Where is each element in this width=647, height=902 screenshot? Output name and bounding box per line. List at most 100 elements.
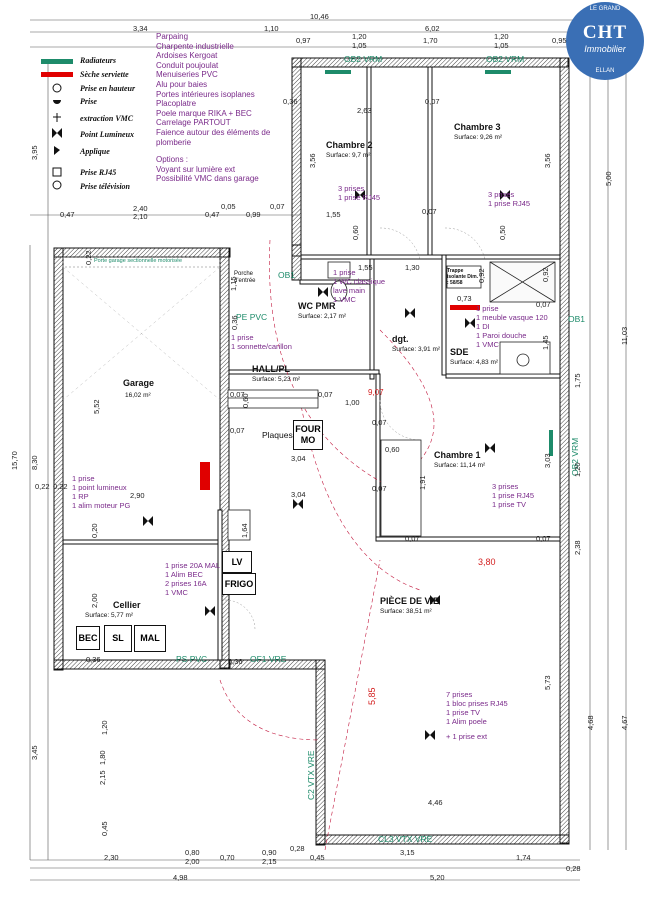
radiators (325, 70, 553, 456)
dim-bottom: 3,15 (400, 848, 415, 857)
legend-applique: Applique (80, 147, 110, 156)
dim-bottom: 0,80 (185, 848, 200, 857)
surface-chambre3: Surface: 9,26 m² (454, 134, 503, 141)
dim-inner: 1,30 (405, 263, 420, 272)
vmc-icon (53, 113, 61, 122)
dim-inner: 0,07 (405, 534, 420, 543)
legend-rj45: Prise RJ45 (80, 168, 117, 177)
dim-inner: 0,73 (457, 294, 472, 303)
dim-inner: 1,91 (418, 475, 427, 490)
dim-inner: 1,64 (240, 523, 249, 538)
dim-inner: 0,07 (230, 426, 245, 435)
dim-inner: 3,56 (308, 153, 317, 168)
dim-bottom: 4,98 (173, 873, 188, 882)
dim-inner: 2,38 (573, 540, 582, 555)
dim-top: 1,20 (352, 32, 367, 41)
dim-top: 1,05 (352, 41, 367, 50)
dim-bottom: 0,90 (262, 848, 277, 857)
dim-mid: 0,07 (270, 202, 285, 211)
dim-inner: 0,36 (86, 655, 101, 664)
dim-right: 5,00 (604, 171, 613, 186)
dim-bottom: 0,28 (566, 864, 581, 873)
dim-left: 3,45 (30, 745, 39, 760)
room-cellier: Cellier (113, 600, 141, 610)
fixture-porche: Porche d'entrée (234, 271, 256, 284)
legend-prise-hauteur: Prise en hauteur (80, 84, 136, 93)
dim-bottom: 1,74 (516, 853, 531, 862)
dim-inner: 0,07 (425, 97, 440, 106)
high-socket-icon (52, 83, 62, 93)
tv-socket-icon (52, 180, 62, 190)
dim-inner: 1,20 (573, 462, 582, 477)
towel-dryer (450, 305, 480, 310)
garage-heater (200, 462, 210, 490)
dim-inner: 0,22 (84, 250, 93, 265)
towel-dryer-icon (41, 72, 73, 77)
dim-inner: 1,20 (100, 720, 109, 735)
wall-light-icon (54, 146, 60, 155)
dim-bottom: 2,30 (104, 853, 119, 862)
agency-logo: LE GRAND CHT Immobilier ELLAN (566, 2, 644, 80)
room-chambre2: Chambre 2 (326, 140, 373, 150)
dim-inner: 0,07 (422, 207, 437, 216)
dim-top: 1,20 (494, 32, 509, 41)
opening-ob2-ch2: OB2 VRM (344, 54, 383, 64)
fixture-trappe: Trappe isolante Dim. : 58/58 (447, 268, 479, 286)
dim-inner: 0,36 (228, 657, 243, 666)
opening-pe-pvc: PE PVC (236, 312, 268, 322)
dim-left: 1,80 (98, 750, 107, 765)
outer-walls (53, 57, 570, 846)
dim-top: 0,95 (552, 36, 567, 45)
dim-mid: 0,05 (221, 202, 236, 211)
legend-icons (41, 59, 73, 190)
dim-inner: 1,55 (326, 210, 341, 219)
opening-of1-vre: OF1 VRE (250, 654, 287, 664)
dim-left: 15,70 (10, 451, 19, 470)
dim-inner: 2,63 (357, 106, 372, 115)
dim-inner: 0,92 (541, 267, 550, 282)
opening-ps-pvc: PS PVC (176, 654, 208, 664)
dim-bottom: 2,00 (185, 857, 200, 866)
dim-mid: 2,10 (133, 212, 148, 221)
legend-prise: Prise (80, 97, 97, 106)
light-point-icon (52, 128, 62, 138)
rj45-icon (52, 167, 62, 177)
legend-point-lumineux: Point Lumineux (80, 130, 135, 139)
surface-garage: 16,02 m² (125, 392, 151, 399)
dim-inner: 0,36 (230, 315, 239, 330)
fixture-four: FOUR MO (293, 420, 323, 450)
legend-radiateurs: Radiateurs (80, 56, 117, 65)
dimension-lines (29, 19, 627, 881)
dim-bottom: 2,15 (262, 857, 277, 866)
dim-left: 0,45 (100, 821, 109, 836)
dim-inner: 0,50 (498, 225, 507, 240)
dim-bottom: 5,20 (430, 873, 445, 882)
dim-inner: 0,36 (283, 97, 298, 106)
dim-left: 0,22 (35, 482, 50, 491)
surface-hall: Surface: 5,23 m² (252, 376, 301, 383)
legend-tv: Prise télévision (80, 182, 130, 191)
dim-inner: 2,90 (130, 491, 145, 500)
dim-inner: 0,60 (385, 445, 400, 454)
fixture-porte-garage: Porte garage sectionnelle motorisée (94, 258, 183, 264)
dim-bottom: 0,28 (290, 844, 305, 853)
dim-inner: 0,22 (53, 482, 68, 491)
dim-bottom: 0,70 (220, 853, 235, 862)
surface-chambre1: Surface: 11,14 m² (434, 462, 486, 469)
dim-inner: 3,04 (291, 490, 306, 499)
dim-top: 0,97 (296, 36, 311, 45)
legend-seche-serviette: Sèche serviette (80, 70, 129, 79)
dim-inner: 0,07 (372, 418, 387, 427)
dim-mid: 0,99 (246, 210, 261, 219)
fixture-mal: MAL (134, 625, 166, 652)
dim-inner: 5,73 (543, 675, 552, 690)
room-hall: HALL/PL (252, 364, 290, 374)
opening-ob1-wc: OB1 (278, 270, 296, 280)
fixture-plaques: Plaques (262, 430, 293, 440)
fixture-frigo: FRIGO (222, 573, 256, 595)
inner-walls (62, 66, 561, 661)
